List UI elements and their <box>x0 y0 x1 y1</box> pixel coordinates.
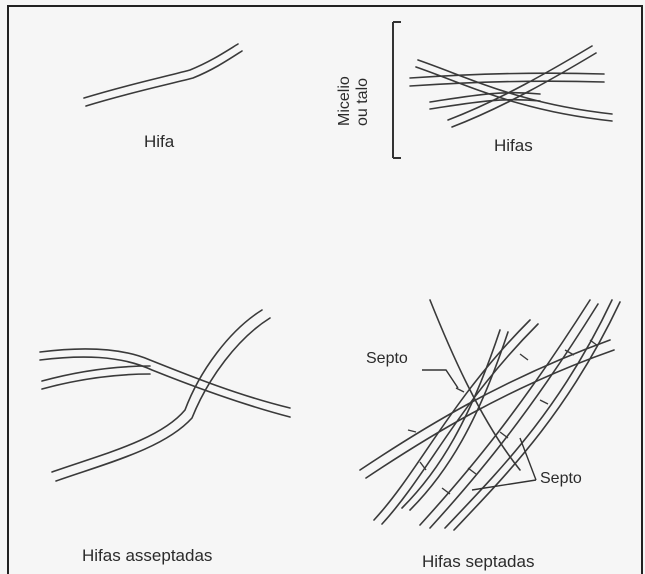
frame-border <box>8 6 642 574</box>
label-hifa: Hifa <box>144 132 174 152</box>
septo-right-leader-1 <box>520 438 536 480</box>
septo-top-leader <box>422 370 458 388</box>
label-micelio-line1: Micelio <box>336 76 354 126</box>
hifas-drawing <box>410 46 612 127</box>
label-septo-right: Septo <box>540 470 582 488</box>
micelio-bracket <box>393 22 401 158</box>
label-hifas: Hifas <box>494 136 533 156</box>
label-micelio: Micelio ou talo <box>336 76 372 126</box>
label-hifas-asseptadas: Hifas asseptadas <box>82 546 212 566</box>
label-septo-top: Septo <box>366 350 408 368</box>
septo-right-leader-2 <box>472 480 536 490</box>
label-hifas-septadas: Hifas septadas <box>422 552 534 572</box>
hifas-asseptadas-drawing <box>40 310 290 481</box>
hifas-septadas-drawing <box>360 300 620 530</box>
hifa-drawing <box>84 44 242 106</box>
label-micelio-line2: ou talo <box>354 76 372 126</box>
